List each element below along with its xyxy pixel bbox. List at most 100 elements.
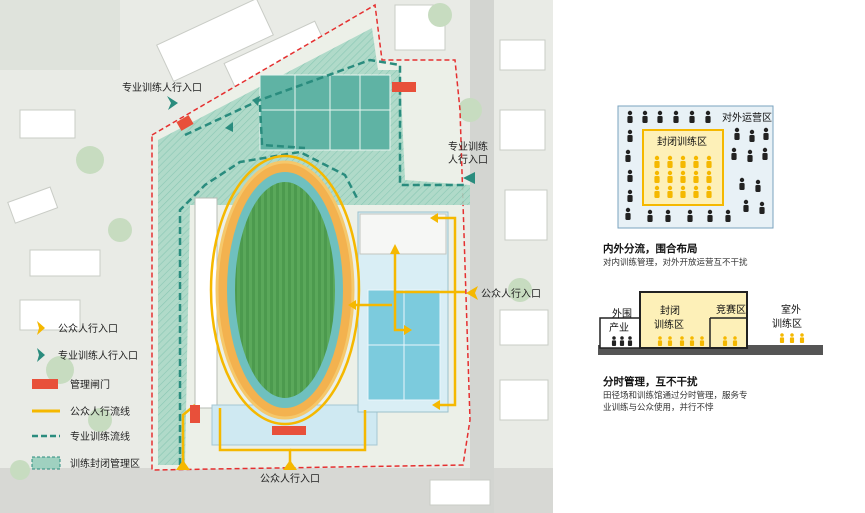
person-icon — [725, 209, 731, 215]
label-training-entry-nw: 专业训练人行入口 — [122, 81, 202, 94]
person-icon — [627, 195, 633, 202]
outer-people-group — [625, 110, 769, 222]
person-icon — [680, 185, 686, 191]
person-icon — [707, 215, 713, 222]
person-icon — [654, 155, 660, 161]
person-icon — [700, 336, 704, 340]
person-icon — [699, 340, 705, 346]
person-icon — [654, 170, 660, 176]
person-icon — [642, 110, 648, 116]
person-icon — [625, 207, 631, 213]
person-icon — [628, 336, 632, 340]
person-icon — [755, 185, 761, 192]
label-training-entry-ne-2: 人行入口 — [448, 153, 488, 166]
person-icon — [800, 333, 804, 337]
person-icon — [627, 129, 633, 135]
person-icon — [755, 179, 761, 185]
public-entry-east-icon — [466, 286, 478, 300]
teal-arrow-icon — [37, 348, 45, 362]
person-icon — [693, 170, 699, 176]
person-icon — [654, 191, 660, 198]
diagram1-title: 内外分流，围合布局 — [603, 242, 698, 255]
person-icon — [739, 177, 745, 183]
person-icon — [706, 191, 712, 198]
person-icon — [734, 133, 740, 140]
person-icon — [654, 161, 660, 168]
training-hall-roof — [359, 213, 447, 255]
training-flow-lines — [178, 58, 465, 465]
person-icon — [747, 149, 753, 155]
person-icon — [723, 336, 727, 340]
person-icon — [642, 116, 648, 123]
person-icon — [668, 336, 672, 340]
person-icon — [762, 153, 768, 160]
person-icon — [762, 147, 768, 153]
outdoor-label-1: 室外 — [781, 303, 801, 316]
person-icon — [725, 215, 731, 222]
person-icon — [693, 176, 699, 183]
person-icon — [679, 340, 685, 346]
person-icon — [680, 155, 686, 161]
person-icon — [733, 336, 737, 340]
football-field — [235, 182, 335, 398]
management-gates — [176, 82, 416, 435]
person-icon — [690, 336, 694, 340]
person-icon — [665, 209, 671, 215]
person-icon — [689, 116, 695, 123]
person-icon — [731, 153, 737, 160]
person-icon — [747, 155, 753, 162]
inner-people-group — [654, 155, 712, 198]
person-icon — [799, 337, 805, 343]
person-icon — [667, 185, 673, 191]
person-icon — [706, 170, 712, 176]
person-icon — [680, 170, 686, 176]
closed-training-label-2: 训练区 — [654, 318, 684, 331]
person-icon — [722, 340, 728, 346]
outer-zone-label: 对外运营区 — [722, 111, 772, 124]
person-icon — [739, 183, 745, 190]
person-icon — [743, 205, 749, 212]
person-icon — [693, 191, 699, 198]
person-icon — [680, 336, 684, 340]
person-icon — [627, 135, 633, 142]
person-icon — [705, 116, 711, 123]
ground-slab — [598, 345, 823, 355]
person-icon — [657, 340, 663, 346]
section-people-group — [611, 333, 805, 346]
public-entry-sw-icon — [176, 460, 190, 470]
diagram2-subtitle-2: 业训练与公众使用，并行不悖 — [603, 402, 714, 413]
person-icon — [763, 133, 769, 140]
legend-item-training-entry: 专业训练人行入口 — [58, 349, 138, 362]
legend: 公众人行入口 专业训练人行入口 管理闸门 公众人行流线 专业训练流线 训练封闭管… — [31, 321, 140, 470]
person-icon — [625, 149, 631, 155]
person-icon — [654, 176, 660, 183]
person-icon — [680, 176, 686, 183]
person-icon — [625, 213, 631, 220]
site-plan: 专业训练人行入口 专业训练 人行入口 公众人行入口 公众人行入口 公众人行入口 … — [0, 0, 553, 513]
person-icon — [687, 215, 693, 222]
person-icon — [665, 215, 671, 222]
person-icon — [667, 170, 673, 176]
legend-item-closed-area: 训练封闭管理区 — [70, 457, 140, 470]
entry-markers — [167, 96, 478, 470]
person-icon — [667, 340, 673, 346]
person-icon — [732, 340, 738, 346]
person-icon — [743, 199, 749, 205]
person-icon — [654, 185, 660, 191]
person-icon — [619, 340, 625, 346]
person-icon — [627, 189, 633, 195]
person-icon — [680, 191, 686, 198]
legend-item-public-entry: 公众人行入口 — [58, 322, 118, 335]
stadium-stand-west — [194, 197, 218, 409]
person-icon — [667, 176, 673, 183]
person-icon — [620, 336, 624, 340]
person-icon — [647, 209, 653, 215]
person-icon — [658, 336, 662, 340]
person-icon — [657, 110, 663, 116]
person-icon — [627, 175, 633, 182]
person-icon — [779, 337, 785, 343]
person-icon — [611, 340, 617, 346]
diagram2-subtitle-1: 田径场和训练馆通过分时管理，服务专 — [603, 390, 748, 401]
person-icon — [706, 176, 712, 183]
closed-training-label-1: 封闭 — [660, 304, 680, 317]
